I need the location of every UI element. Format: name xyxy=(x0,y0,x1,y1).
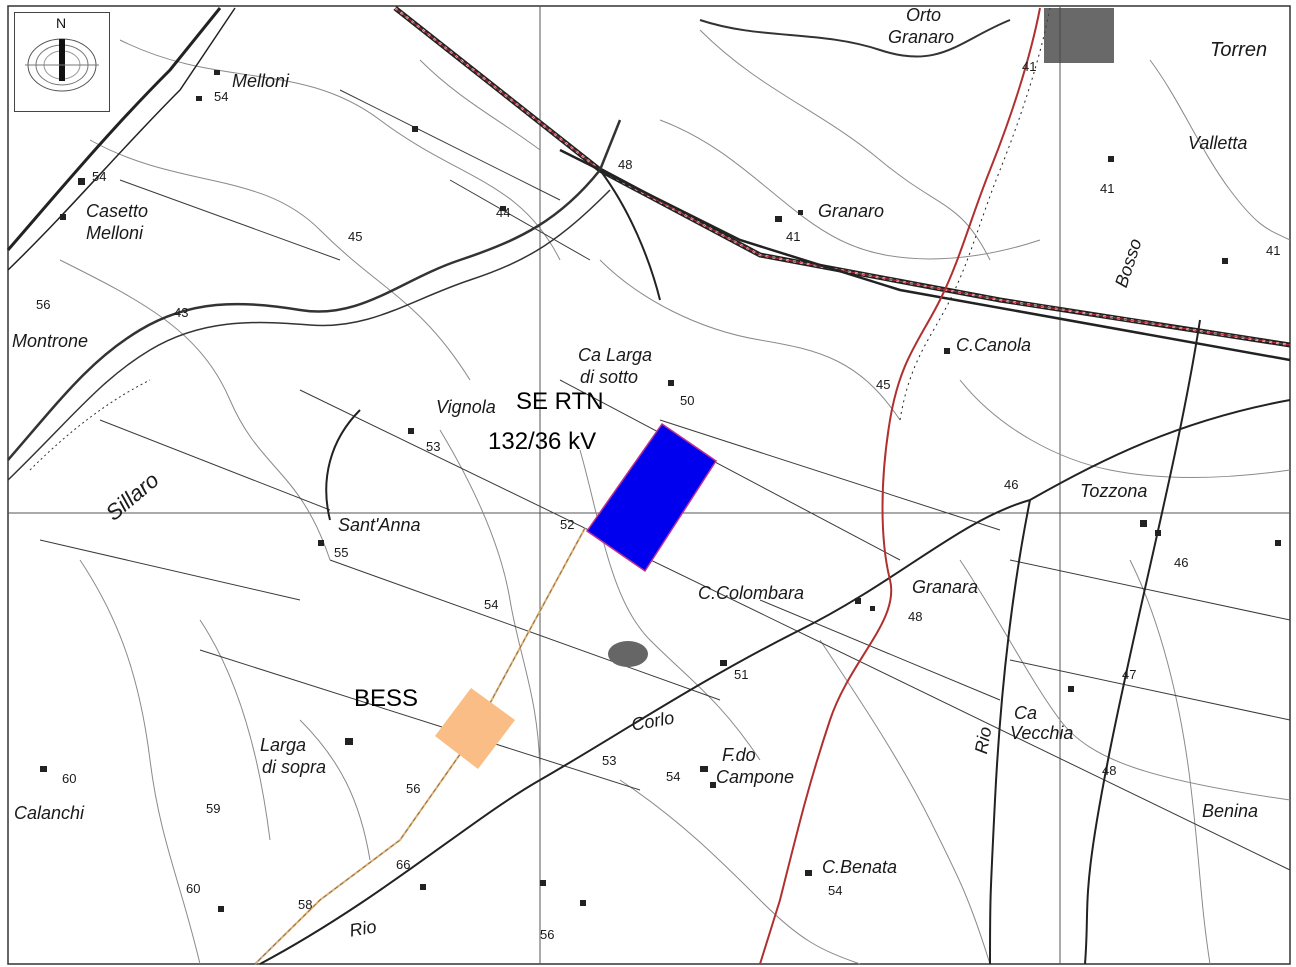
main-roads xyxy=(259,169,1291,965)
spot-height: 48 xyxy=(908,609,923,624)
label-larga: Larga xyxy=(260,735,307,755)
spot-height: 66 xyxy=(396,857,411,872)
spot-height: 44 xyxy=(496,205,511,220)
provincial-road-red xyxy=(759,7,1051,965)
spot-height: 56 xyxy=(36,297,51,312)
label-montrone: Montrone xyxy=(12,331,89,351)
north-letter: N xyxy=(56,15,67,31)
contour-lines xyxy=(59,29,1291,965)
bess-label: BESS xyxy=(354,685,419,712)
cable-route-dash xyxy=(254,527,586,965)
compass-icon xyxy=(25,38,99,92)
pond xyxy=(608,641,648,667)
spot-height: 53 xyxy=(426,439,441,454)
label-c-canola: C.Canola xyxy=(956,335,1032,355)
label-calanchi: Calanchi xyxy=(14,803,85,823)
label-granaro: Granaro xyxy=(818,201,885,221)
label-vecchia: Vecchia xyxy=(1010,723,1074,743)
spot-height: 46 xyxy=(1174,555,1189,570)
spot-height: 55 xyxy=(334,545,349,560)
label-ca: Ca xyxy=(1014,703,1038,723)
label-ca-larga: Ca Larga xyxy=(578,345,653,365)
bess-area xyxy=(435,688,515,769)
field-boundaries xyxy=(39,89,1291,871)
map-border xyxy=(7,5,1291,965)
spot-height: 54 xyxy=(666,769,681,784)
spot-height: 59 xyxy=(206,801,221,816)
spot-height: 53 xyxy=(602,753,617,768)
spot-height: 60 xyxy=(62,771,77,786)
spot-height: 45 xyxy=(348,229,363,244)
spot-height: 54 xyxy=(92,169,107,184)
label-tozzona: Tozzona xyxy=(1080,481,1148,501)
label-c-colombara: C.Colombara xyxy=(698,583,805,603)
railway-line-secondary xyxy=(559,148,1291,362)
spot-height: 56 xyxy=(406,781,421,796)
substation-label-voltage: 132/36 kV xyxy=(488,428,597,455)
label-f-do: F.do xyxy=(722,745,756,765)
sillaro-river xyxy=(7,19,1011,481)
farm-buildings xyxy=(40,70,1281,912)
label-granara: Granara xyxy=(912,577,979,597)
label-sant-anna: Sant'Anna xyxy=(338,515,421,535)
north-arrow: N xyxy=(14,12,110,112)
label-torrente: Torren xyxy=(1210,39,1268,61)
spot-height: 41 xyxy=(1022,59,1037,74)
label-casetto: Casetto xyxy=(86,201,149,221)
label-campone: Campone xyxy=(716,767,795,787)
spot-height: 46 xyxy=(1004,477,1019,492)
spot-height: 50 xyxy=(680,393,695,408)
label-rio-vertical: Rio xyxy=(971,725,996,756)
highway-nw xyxy=(6,7,236,271)
spot-height: 51 xyxy=(734,667,749,682)
label-di-sotto: di sotto xyxy=(580,367,639,387)
spot-height: 54 xyxy=(828,883,843,898)
spot-height: 48 xyxy=(1102,763,1117,778)
spot-height: 48 xyxy=(618,157,633,172)
spot-height: 58 xyxy=(298,897,313,912)
spot-height: 41 xyxy=(1266,243,1281,258)
label-c-benata: C.Benata xyxy=(822,857,898,877)
spot-height: 43 xyxy=(174,305,189,320)
substation-label-name: SE RTN xyxy=(516,388,604,415)
spot-height: 47 xyxy=(1122,667,1137,682)
railway-line xyxy=(393,6,1291,348)
label-benina: Benina xyxy=(1202,801,1259,821)
label-orto: Orto xyxy=(906,5,942,25)
spot-height: 54 xyxy=(214,89,229,104)
label-di-sopra: di sopra xyxy=(262,757,327,777)
label-casetto-melloni: Melloni xyxy=(86,223,144,243)
substation-area xyxy=(585,422,718,573)
label-granaro-north: Granaro xyxy=(888,27,955,47)
label-valletta: Valletta xyxy=(1188,133,1248,153)
spot-height: 60 xyxy=(186,881,201,896)
label-vignola: Vignola xyxy=(436,397,496,417)
label-rio: Rio xyxy=(347,916,378,941)
spot-height: 41 xyxy=(1100,181,1115,196)
spot-height: 54 xyxy=(484,597,499,612)
spot-height: 52 xyxy=(560,517,575,532)
spot-height: 56 xyxy=(540,927,555,942)
urban-block xyxy=(1044,8,1114,63)
spot-height: 41 xyxy=(786,229,801,244)
label-melloni: Melloni xyxy=(232,71,290,91)
spot-height: 45 xyxy=(876,377,891,392)
